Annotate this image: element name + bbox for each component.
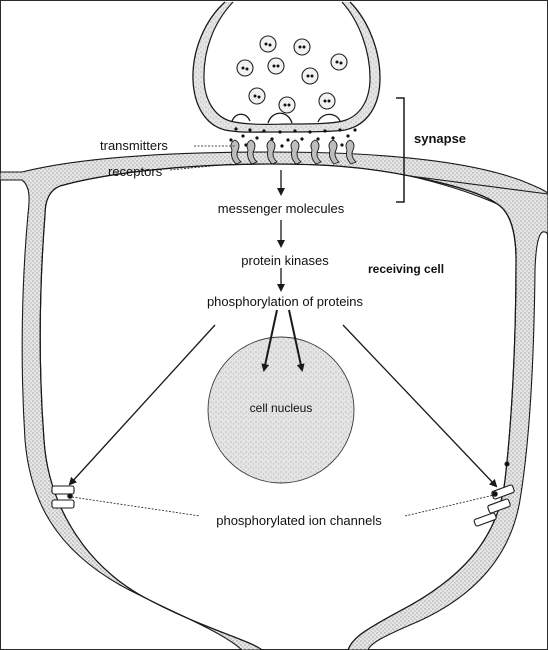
ion-channels-leader-right bbox=[405, 495, 494, 516]
vesicle bbox=[268, 58, 284, 74]
vesicle bbox=[319, 93, 335, 109]
synapse-bracket bbox=[396, 98, 404, 202]
ion-channels-leader-left bbox=[72, 497, 200, 516]
vesicle bbox=[279, 97, 295, 113]
arrow-to-left-channel bbox=[70, 325, 215, 484]
vesicle bbox=[302, 68, 318, 84]
phosphorylation-label: phosphorylation of proteins bbox=[207, 294, 364, 309]
receptor-proteins bbox=[231, 140, 356, 164]
vesicle bbox=[294, 39, 310, 55]
arrow-to-right-channel bbox=[343, 325, 496, 486]
vesicle bbox=[331, 54, 347, 70]
ion-channels-label: phosphorylated ion channels bbox=[216, 513, 382, 528]
vesicle bbox=[260, 36, 276, 52]
receiving-cell-label: receiving cell bbox=[368, 262, 444, 276]
cell-nucleus-label: cell nucleus bbox=[250, 401, 313, 415]
vesicle bbox=[249, 88, 265, 104]
protein-kinases-label: protein kinases bbox=[241, 253, 329, 268]
receiving-cell-membrane-right bbox=[348, 176, 548, 650]
transmitters-label: transmitters bbox=[100, 138, 168, 153]
vesicle bbox=[237, 60, 253, 76]
messenger-molecules-label: messenger molecules bbox=[218, 201, 345, 216]
receptors-label: receptors bbox=[108, 164, 163, 179]
synapse-label: synapse bbox=[414, 131, 466, 146]
